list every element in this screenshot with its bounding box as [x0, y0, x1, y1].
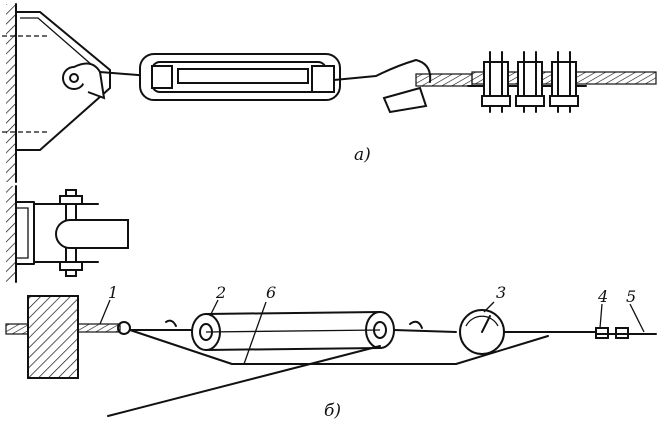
leader-5: [629, 303, 645, 333]
tackle-rope-top: [205, 311, 381, 315]
dynamometer-scale: [465, 315, 499, 327]
callout-6: 6: [266, 283, 276, 302]
callout-3: 3: [496, 283, 506, 302]
clevis-detail: [6, 185, 129, 283]
tackle-rope-bottom: [205, 347, 381, 351]
bracket-plate-edge: [20, 17, 101, 73]
rope-clamp-2: [515, 51, 545, 113]
right-hook: [333, 59, 432, 83]
rope-to-dynamometer: [393, 329, 457, 333]
turnbuckle-nut-right: [311, 65, 335, 93]
leader-6: [243, 301, 267, 365]
rope-a-left: [415, 73, 473, 87]
clevis-nut-bottom: [59, 261, 83, 271]
wall-hatch-a: [6, 4, 16, 182]
tackle-rope-mid: [205, 329, 381, 333]
clevis-bracket-inner: [16, 207, 29, 259]
safety-rope-6: [129, 329, 549, 365]
dynamometer-needle: [481, 315, 491, 333]
hauling-rope: [107, 345, 381, 417]
part-b-assembly: 1 2 3 4 5 6 б): [5, 283, 657, 421]
rope-clamp-1: [481, 51, 511, 113]
hook-3: [409, 320, 423, 329]
callout-5: 5: [626, 287, 636, 306]
callout-4: 4: [597, 287, 608, 306]
rope-1: [77, 323, 121, 333]
post: [27, 295, 79, 379]
turnbuckle-screw: [177, 68, 309, 84]
clevis-eye-bar: [55, 219, 129, 249]
leader-4: [599, 303, 603, 329]
leader-3: [483, 301, 495, 313]
hook-1: [117, 321, 131, 335]
part-b-label: б): [324, 401, 341, 421]
callout-2: 2: [215, 283, 226, 302]
right-hook-tip: [382, 86, 428, 114]
part-a-assembly: а): [2, 3, 657, 183]
bracket-eye-pin: [69, 73, 79, 83]
part-a-label: а): [354, 145, 371, 165]
callout-1: 1: [108, 283, 118, 302]
hook-2: [165, 319, 177, 327]
rope-clamp-3: [549, 51, 579, 113]
leader-1: [99, 299, 111, 325]
clevis-bracket-outer: [15, 201, 35, 265]
wall-hatch-detail: [6, 186, 16, 282]
anchor-bolt: [5, 323, 29, 335]
clevis-nut-top: [59, 195, 83, 205]
leader-2: [209, 299, 219, 317]
turnbuckle-nut-left: [151, 65, 173, 89]
